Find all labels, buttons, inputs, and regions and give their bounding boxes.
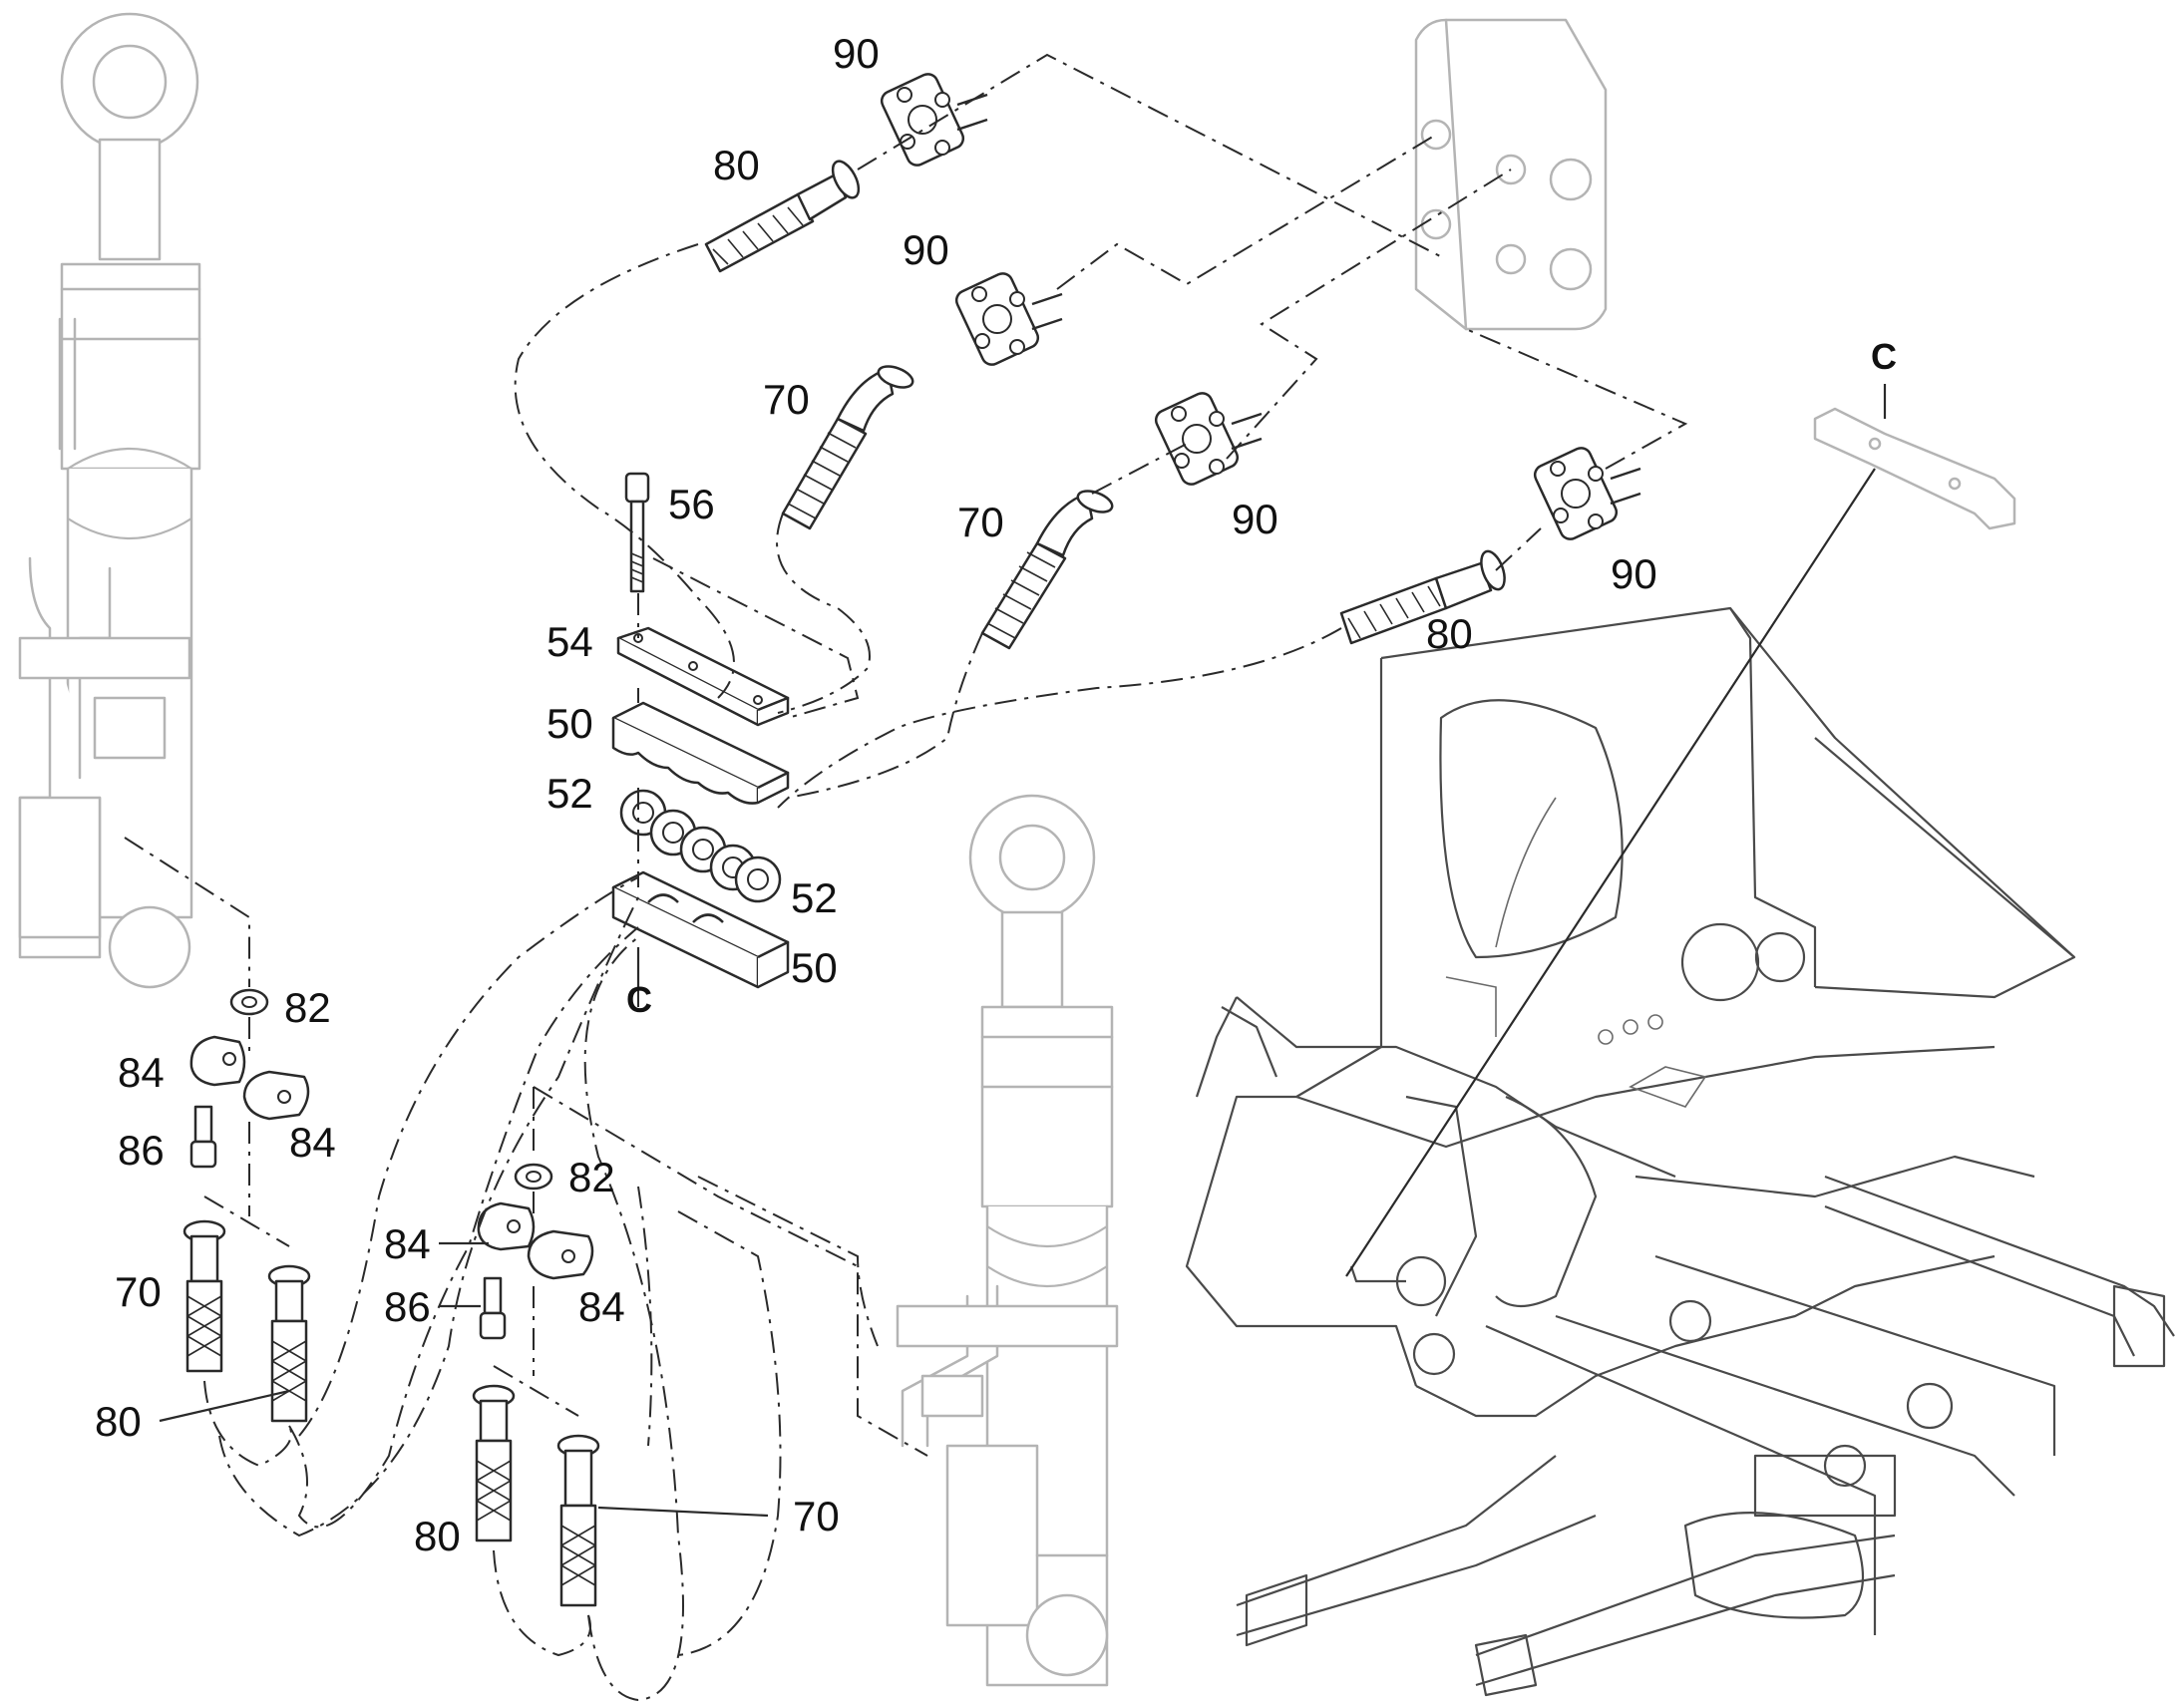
label-80-c: 80 [95,1398,142,1445]
flange-90-d [1533,447,1641,540]
flange-90-group [880,73,1641,540]
bushings-52 [619,789,782,903]
label-90-c: 90 [1232,496,1278,542]
label-56: 56 [668,481,715,527]
label-70-a: 70 [763,376,810,423]
hose-70-left [182,1219,226,1373]
label-70-d: 70 [793,1493,840,1539]
left-split-flange-group [182,988,311,1423]
label-52-a: 52 [546,770,593,817]
flange-90-b [954,272,1063,366]
label-90-b: 90 [903,226,949,273]
label-84-d: 84 [578,1283,625,1330]
label-70-c: 70 [115,1268,162,1315]
label-84-a: 84 [118,1049,165,1096]
valve-block [1414,18,1608,331]
label-84-b: 84 [289,1119,336,1166]
label-70-b: 70 [957,499,1004,545]
clamp-plate-54 [616,626,790,727]
hose-70-upper [781,365,914,530]
clamp-half-50-upper [611,701,790,805]
label-86-a: 86 [118,1127,165,1174]
leader-lines [159,384,1887,1518]
flange-90-a [880,73,988,167]
label-90-d: 90 [1611,550,1657,597]
right-hydraulic-cylinder [896,794,1119,1687]
hose-80-left [267,1264,311,1423]
label-80-a: 80 [713,142,760,188]
callout-labels: 90 80 90 70 56 70 90 90 80 54 50 52 52 5… [95,30,1897,1559]
label-84-c: 84 [384,1220,431,1267]
clamp-half-50-lower [611,870,790,989]
hose-80-top [704,160,861,273]
hose-80-center [472,1384,516,1542]
bolt-56 [624,472,650,593]
hose-80-right [1339,549,1506,645]
label-86-b: 86 [384,1283,431,1330]
center-split-flange-group [472,1163,600,1607]
label-82-a: 82 [284,984,331,1031]
label-c-clamp: C [626,979,652,1020]
label-80-d: 80 [414,1513,461,1559]
label-90-a: 90 [833,30,880,77]
label-c-bracket: C [1871,336,1897,377]
flange-90-c [1154,392,1263,486]
label-80-b: 80 [1426,610,1473,657]
assembly-centerlines [124,53,1688,1702]
label-54: 54 [546,618,593,665]
hose-70-center [556,1434,600,1607]
label-82-b: 82 [568,1154,615,1200]
label-52-b: 52 [791,874,838,921]
label-50-a: 50 [546,700,593,747]
left-hydraulic-cylinder [18,12,201,989]
bracket-c [1813,407,2016,530]
hose-70-middle [980,490,1114,650]
label-50-b: 50 [791,944,838,991]
excavator-upper-frame [1185,606,2175,1697]
clamp-assembly [611,472,790,989]
